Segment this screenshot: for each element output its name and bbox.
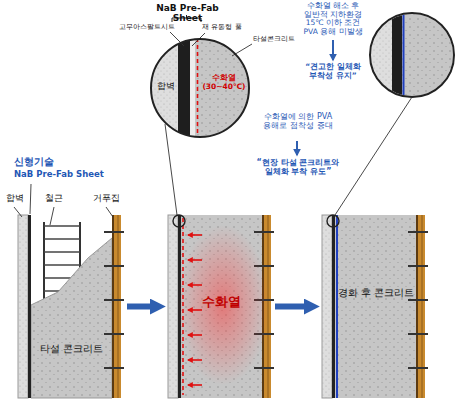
node-text: 경화 후 콘크리트 (337, 287, 415, 299)
rebar-tie (44, 225, 80, 227)
form-tie (104, 333, 124, 335)
form-tie (408, 367, 428, 369)
heat-arrow (188, 384, 202, 386)
annotation-label: “현장 타설 콘크리트와 일체화 부착 유도” (255, 158, 341, 176)
rubber-asphalt-sheet (392, 12, 402, 102)
form-tie (254, 367, 274, 369)
rebar-tie (44, 238, 80, 240)
annotation-label: 거푸집 (88, 194, 124, 204)
formwork-board (422, 215, 423, 398)
form-tie (408, 265, 428, 267)
annotation-label: 수화열 해소 후 일반적 지하환경 15℃ 이하 조건 PVA 용해 미발생 (298, 2, 368, 37)
panel-illustration (18, 215, 124, 398)
adjoining-wall (168, 215, 178, 398)
leader-line (170, 32, 184, 46)
bond-line (336, 215, 338, 398)
section-panel: 경화 후 콘크리트 (322, 215, 430, 398)
formwork-face (112, 215, 114, 398)
rubber-asphalt-sheet (178, 38, 190, 138)
node-text: 타설 콘크리트 (33, 343, 110, 355)
formwork (112, 215, 121, 398)
leader-line (30, 184, 31, 214)
flow-arrow (127, 304, 153, 310)
reflow-paste (190, 38, 195, 138)
adjoining-wall (322, 215, 332, 398)
heat-arrow (188, 259, 202, 261)
node-text: 수화열 (183, 295, 260, 310)
concrete (195, 38, 255, 138)
annotation-label: 타설콘크리트 (250, 35, 298, 43)
annotation-label: 철근 (40, 194, 68, 204)
form-tie (408, 231, 428, 233)
heat-arrow (188, 334, 202, 336)
annotation-label: 고무아스팔트시트 (114, 23, 180, 31)
spot-marker (327, 215, 339, 227)
node-text: 합벽 (154, 82, 178, 92)
detail-circle (370, 13, 454, 97)
concrete (402, 12, 457, 102)
annotation-label: 수화열에 의한 PVA 용해로 점착성 증대 (255, 112, 341, 130)
bond-line (403, 12, 405, 100)
formwork (416, 215, 425, 398)
detail-view (150, 38, 255, 138)
leader-line (106, 207, 113, 217)
annotation-label: NaB Pre-Fab Sheet (14, 170, 118, 180)
annotation-label: “견고한 일체화 부착성 유지” (298, 63, 368, 80)
form-tie (104, 299, 124, 301)
formwork-board (118, 215, 119, 398)
heat-line (182, 218, 184, 395)
callout-arrow (332, 40, 334, 60)
pre-fab-sheet (28, 215, 31, 398)
leader-line (335, 97, 412, 215)
heat-line (197, 38, 199, 138)
hydration-heat-glow (177, 225, 269, 385)
leader-line (165, 124, 177, 215)
section-panel: 수화열 (168, 215, 272, 398)
formwork-face (416, 215, 418, 398)
adjoining-wall (18, 215, 28, 398)
form-tie (104, 265, 124, 267)
detail-view (370, 12, 457, 102)
adjoining-wall (150, 38, 178, 138)
panel-illustration (168, 215, 274, 398)
heat-arrow (188, 309, 202, 311)
annotation-label: 신형기술 (14, 157, 104, 168)
leader-line (232, 44, 252, 56)
annotation-label: NaB Pre-Fab Sheet (140, 3, 235, 24)
detail-circle: 합벽 수화열 (30~40℃) (150, 38, 250, 138)
concrete (335, 215, 416, 398)
node-text: 수화열 (30~40℃) (202, 74, 246, 91)
form-tie (104, 367, 124, 369)
spot-marker (173, 215, 185, 227)
rebar-tie (44, 264, 80, 266)
annotation-label: 합벽 (2, 194, 28, 204)
heat-arrow (188, 284, 202, 286)
leader-line (50, 207, 54, 225)
poured-concrete (31, 238, 112, 398)
section-panel: 타설 콘크리트 (18, 215, 124, 398)
pre-fab-sheet (332, 215, 335, 398)
form-tie (408, 333, 428, 335)
heat-arrow (188, 234, 202, 236)
callout-arrow (296, 141, 298, 155)
panel-illustration (322, 215, 428, 398)
form-tie (254, 231, 274, 233)
heat-arrow (188, 359, 202, 361)
leader-line (14, 207, 22, 217)
annotation-label: 재 유동형 풀 (196, 23, 248, 31)
rebar-tie (44, 251, 80, 253)
form-tie (408, 299, 428, 301)
flow-arrow (275, 304, 307, 310)
form-tie (104, 231, 124, 233)
